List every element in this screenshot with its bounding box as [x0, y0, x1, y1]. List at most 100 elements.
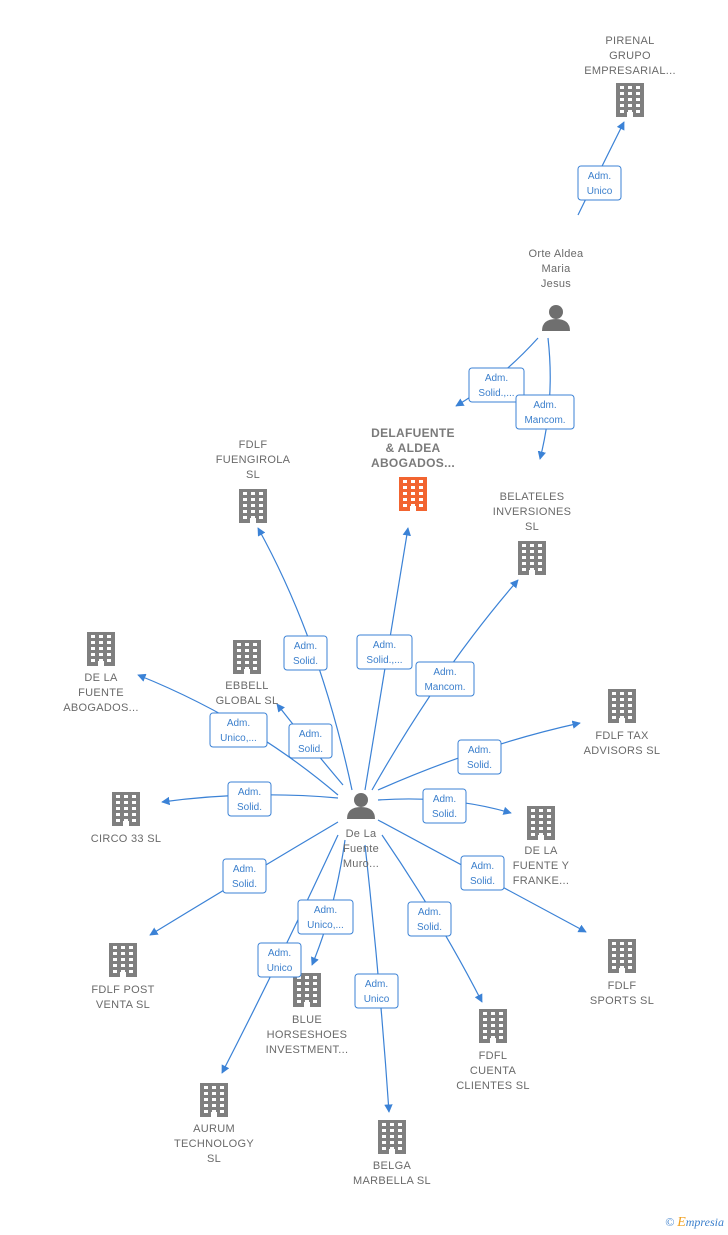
relation-label-center-fdlf_sports[interactable]: Adm.Solid.	[460, 855, 505, 891]
relation-label-orte-pirenal[interactable]: Adm.Unico	[577, 165, 622, 201]
relation-label-box[interactable]	[460, 855, 505, 891]
building-icon[interactable]	[87, 632, 115, 666]
relation-label-center-fdlf_tax[interactable]: Adm.Solid.	[457, 739, 502, 775]
relation-label-text: Adm.	[471, 861, 494, 872]
relation-label-box[interactable]	[354, 973, 399, 1009]
relation-label-text: Adm.	[233, 864, 256, 875]
node-label-line: INVESTMENT...	[265, 1044, 349, 1056]
relation-label-center-fdlf_fuengirola[interactable]: Adm.Solid.	[283, 635, 328, 671]
building-icon[interactable]	[518, 541, 546, 575]
building-icon[interactable]	[378, 1120, 406, 1154]
relation-label-text: Solid.	[432, 809, 457, 820]
building-icon[interactable]	[616, 83, 644, 117]
relation-label-box[interactable]	[422, 788, 467, 824]
relation-label-box[interactable]	[227, 781, 272, 817]
node-label-line: SL	[524, 521, 540, 533]
relation-label-text: Solid.	[232, 879, 257, 890]
relation-label-box[interactable]	[257, 942, 302, 978]
node-label-line: FDLF TAX	[595, 730, 649, 742]
node-label-line: VENTA SL	[95, 999, 151, 1011]
building-icon[interactable]	[239, 489, 267, 523]
node-label-line: EBBELL	[225, 680, 269, 692]
relation-labels-layer: Adm.UnicoAdm.Solid.,...Adm.Mancom.Adm.So…	[209, 165, 622, 1009]
relation-label-box[interactable]	[288, 723, 333, 759]
relation-label-box[interactable]	[468, 367, 525, 403]
node-label-line: ADVISORS SL	[583, 745, 661, 757]
relation-label-center-delafuente_aldea[interactable]: Adm.Solid.,...	[356, 634, 413, 670]
relation-label-center-aurum[interactable]: Adm. Unico	[257, 942, 302, 978]
building-icon[interactable]	[200, 1083, 228, 1117]
relation-label-center-belateles[interactable]: Adm.Mancom.	[415, 661, 475, 697]
node-label-line: GLOBAL SL	[215, 695, 279, 707]
relation-label-box[interactable]	[415, 661, 475, 697]
relation-label-orte-belateles[interactable]: Adm.Mancom.	[515, 394, 575, 430]
node-label-line: HORSESHOES	[266, 1029, 348, 1041]
node-label-ebbell[interactable]: EBBELL GLOBAL SL	[182, 679, 312, 709]
node-label-circo33[interactable]: CIRCO 33 SL	[61, 832, 191, 847]
relation-label-box[interactable]	[515, 394, 575, 430]
person-icon[interactable]	[542, 305, 570, 331]
relation-label-text: Solid.	[237, 802, 262, 813]
node-label-line: FDLF	[607, 980, 637, 992]
node-label-line: DE LA	[84, 672, 118, 684]
building-icon[interactable]	[608, 939, 636, 973]
relation-label-box[interactable]	[209, 712, 268, 748]
building-icon[interactable]	[109, 943, 137, 977]
building-icon[interactable]	[527, 806, 555, 840]
node-label-line: ABOGADOS...	[63, 702, 139, 714]
relation-label-text: Adm.	[299, 729, 322, 740]
building-icon[interactable]	[479, 1009, 507, 1043]
relation-label-center-fdlf_post_venta[interactable]: Adm. Solid.	[222, 858, 267, 894]
relation-label-text: Adm.	[268, 948, 291, 959]
relation-label-center-blue_horseshoes[interactable]: Adm.Unico,...	[297, 899, 354, 935]
relation-label-box[interactable]	[356, 634, 413, 670]
relation-label-center-ebbell[interactable]: Adm. Solid.	[288, 723, 333, 759]
relation-label-orte-delafuente_aldea[interactable]: Adm.Solid.,...	[468, 367, 525, 403]
person-icon[interactable]	[347, 793, 375, 819]
relation-label-box[interactable]	[283, 635, 328, 671]
relation-label-box[interactable]	[407, 901, 452, 937]
relation-label-center-fdfl_cuenta[interactable]: Adm. Solid.	[407, 901, 452, 937]
node-label-line: GRUPO	[609, 50, 651, 62]
node-label-line: EMPRESARIAL...	[584, 65, 676, 77]
node-label-line: SL	[206, 1153, 222, 1165]
relation-label-text: Solid.	[417, 922, 442, 933]
relation-label-box[interactable]	[297, 899, 354, 935]
relation-label-text: Adm.	[418, 907, 441, 918]
node-label-line: Fuente	[342, 843, 380, 855]
relation-label-text: Adm.	[533, 400, 556, 411]
relation-label-center-belga[interactable]: Adm.Unico	[354, 973, 399, 1009]
relation-label-text: Adm.	[588, 171, 611, 182]
relation-label-box[interactable]	[457, 739, 502, 775]
relation-label-center-de_la_fuente_franke[interactable]: Adm.Solid.	[422, 788, 467, 824]
building-icon[interactable]	[293, 973, 321, 1007]
building-icon-highlighted[interactable]	[399, 477, 427, 511]
relation-label-box[interactable]	[222, 858, 267, 894]
building-icon[interactable]	[608, 689, 636, 723]
relation-label-box[interactable]	[577, 165, 622, 201]
relation-label-center-circo33[interactable]: Adm.Solid.	[227, 781, 272, 817]
node-label-line: FRANKE...	[512, 875, 570, 887]
building-icon[interactable]	[233, 640, 261, 674]
node-label-line: DE LA	[524, 845, 558, 857]
relation-label-text: Adm.	[468, 745, 491, 756]
relation-label-center-de_la_fuente_abogados[interactable]: Adm.Unico,...	[209, 712, 268, 748]
relation-label-text: Solid.	[298, 744, 323, 755]
node-label-fdlf-tax[interactable]: FDLF TAX ADVISORS SL	[557, 729, 687, 759]
building-icon[interactable]	[112, 792, 140, 826]
relation-label-text: Unico	[267, 963, 293, 974]
